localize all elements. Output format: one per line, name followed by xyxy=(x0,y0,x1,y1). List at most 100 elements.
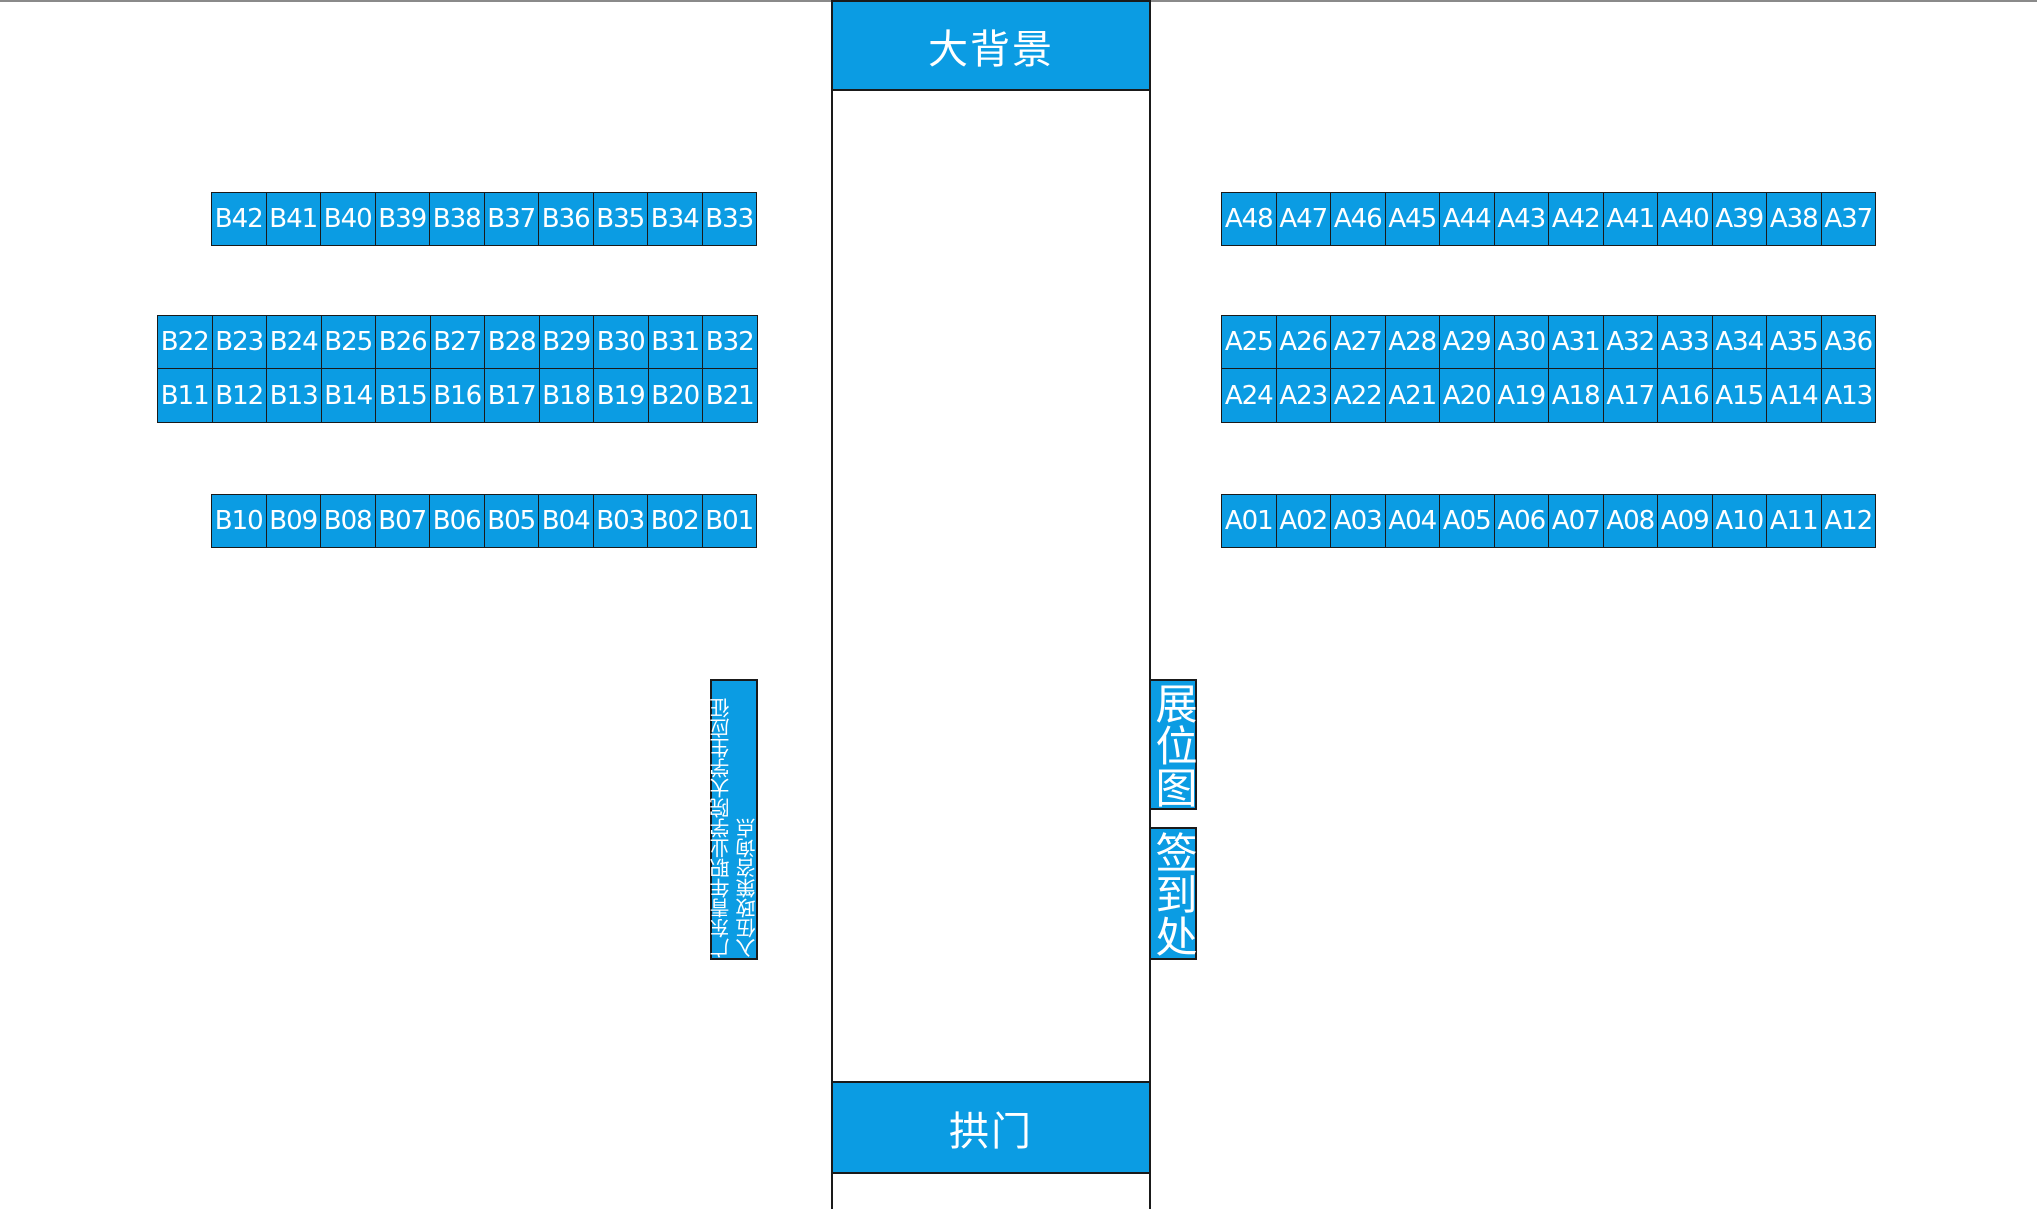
booth-b22[interactable]: B22 xyxy=(158,315,213,369)
booth-a04[interactable]: A04 xyxy=(1385,494,1440,548)
booth-b14[interactable]: B14 xyxy=(321,369,376,423)
booth-b03[interactable]: B03 xyxy=(593,494,648,548)
booth-a37[interactable]: A37 xyxy=(1821,192,1876,246)
booth-b21[interactable]: B21 xyxy=(703,369,758,423)
booth-b19[interactable]: B19 xyxy=(594,369,649,423)
booth-a07[interactable]: A07 xyxy=(1549,494,1604,548)
booth-b35[interactable]: B35 xyxy=(593,192,648,246)
booth-b39[interactable]: B39 xyxy=(375,192,430,246)
booth-b24[interactable]: B24 xyxy=(267,315,322,369)
booth-b16[interactable]: B16 xyxy=(430,369,485,423)
booth-b26[interactable]: B26 xyxy=(376,315,431,369)
booth-a41[interactable]: A41 xyxy=(1603,192,1658,246)
booth-a01[interactable]: A01 xyxy=(1222,494,1277,548)
booth-b36[interactable]: B36 xyxy=(539,192,594,246)
booth-a23[interactable]: A23 xyxy=(1276,369,1331,423)
booth-b08[interactable]: B08 xyxy=(321,494,376,548)
booth-b20[interactable]: B20 xyxy=(648,369,703,423)
booth-a08[interactable]: A08 xyxy=(1603,494,1658,548)
booth-b23[interactable]: B23 xyxy=(212,315,267,369)
checkin-desk[interactable]: 签到处 xyxy=(1149,827,1198,960)
booth-a28[interactable]: A28 xyxy=(1385,315,1440,369)
booth-a33[interactable]: A33 xyxy=(1658,315,1713,369)
booth-a19[interactable]: A19 xyxy=(1494,369,1549,423)
booth-a48[interactable]: A48 xyxy=(1222,192,1277,246)
booth-a05[interactable]: A05 xyxy=(1440,494,1495,548)
booth-a32[interactable]: A32 xyxy=(1603,315,1658,369)
booth-a35[interactable]: A35 xyxy=(1767,315,1822,369)
booth-b15[interactable]: B15 xyxy=(376,369,431,423)
consult-point[interactable]: 广东青年职业学院大学生应征入伍政策咨询点 xyxy=(709,679,759,960)
booth-a26[interactable]: A26 xyxy=(1276,315,1331,369)
booth-a27[interactable]: A27 xyxy=(1331,315,1386,369)
booth-a44[interactable]: A44 xyxy=(1440,192,1495,246)
booth-b29[interactable]: B29 xyxy=(539,315,594,369)
booth-b18[interactable]: B18 xyxy=(539,369,594,423)
booth-b34[interactable]: B34 xyxy=(648,192,703,246)
booth-b11[interactable]: B11 xyxy=(158,369,213,423)
booth-b05[interactable]: B05 xyxy=(484,494,539,548)
booth-a47[interactable]: A47 xyxy=(1276,192,1331,246)
booth-a18[interactable]: A18 xyxy=(1549,369,1604,423)
booth-b27[interactable]: B27 xyxy=(430,315,485,369)
booth-a11[interactable]: A11 xyxy=(1767,494,1822,548)
booth-a30[interactable]: A30 xyxy=(1494,315,1549,369)
booth-b33[interactable]: B33 xyxy=(702,192,757,246)
booth-a40[interactable]: A40 xyxy=(1658,192,1713,246)
booth-b31[interactable]: B31 xyxy=(648,315,703,369)
booth-a46[interactable]: A46 xyxy=(1331,192,1386,246)
booth-b38[interactable]: B38 xyxy=(430,192,485,246)
booth-a06[interactable]: A06 xyxy=(1494,494,1549,548)
booth-b25[interactable]: B25 xyxy=(321,315,376,369)
booth-b40[interactable]: B40 xyxy=(321,192,376,246)
booth-b30[interactable]: B30 xyxy=(594,315,649,369)
booth-b28[interactable]: B28 xyxy=(485,315,540,369)
booth-a13[interactable]: A13 xyxy=(1821,369,1876,423)
booth-a42[interactable]: A42 xyxy=(1549,192,1604,246)
booth-a17[interactable]: A17 xyxy=(1603,369,1658,423)
booth-b06[interactable]: B06 xyxy=(430,494,485,548)
booth-b10[interactable]: B10 xyxy=(212,494,267,548)
booth-a45[interactable]: A45 xyxy=(1385,192,1440,246)
entrance-arch[interactable]: 拱门 xyxy=(831,1081,1151,1174)
booth-a16[interactable]: A16 xyxy=(1658,369,1713,423)
booth-b04[interactable]: B04 xyxy=(539,494,594,548)
booth-a21[interactable]: A21 xyxy=(1385,369,1440,423)
booth-b37[interactable]: B37 xyxy=(484,192,539,246)
booth-a03[interactable]: A03 xyxy=(1331,494,1386,548)
booth-a15[interactable]: A15 xyxy=(1712,369,1767,423)
booth-a02[interactable]: A02 xyxy=(1276,494,1331,548)
booth-b12[interactable]: B12 xyxy=(212,369,267,423)
booth-b32[interactable]: B32 xyxy=(703,315,758,369)
checkin-label: 签到处 xyxy=(1149,830,1198,957)
booth-a20[interactable]: A20 xyxy=(1440,369,1495,423)
booth-a29[interactable]: A29 xyxy=(1440,315,1495,369)
booth-b09[interactable]: B09 xyxy=(266,494,321,548)
booth-a31[interactable]: A31 xyxy=(1549,315,1604,369)
booth-a14[interactable]: A14 xyxy=(1767,369,1822,423)
booth-b17[interactable]: B17 xyxy=(485,369,540,423)
booth-b41[interactable]: B41 xyxy=(266,192,321,246)
booth-a34[interactable]: A34 xyxy=(1712,315,1767,369)
booth-b01[interactable]: B01 xyxy=(702,494,757,548)
booth-a43[interactable]: A43 xyxy=(1494,192,1549,246)
booth-a10[interactable]: A10 xyxy=(1712,494,1767,548)
booth-map-board[interactable]: 展位图 xyxy=(1149,679,1198,810)
booth-b13[interactable]: B13 xyxy=(267,369,322,423)
booth-a09[interactable]: A09 xyxy=(1658,494,1713,548)
booth-b42[interactable]: B42 xyxy=(212,192,267,246)
booth-a12[interactable]: A12 xyxy=(1821,494,1876,548)
booth-a25[interactable]: A25 xyxy=(1222,315,1277,369)
booth-a24[interactable]: A24 xyxy=(1222,369,1277,423)
booth-a38[interactable]: A38 xyxy=(1767,192,1822,246)
booth-a22[interactable]: A22 xyxy=(1331,369,1386,423)
main-backdrop[interactable]: 大背景 xyxy=(831,0,1151,91)
booth-b02[interactable]: B02 xyxy=(648,494,703,548)
booth-a39[interactable]: A39 xyxy=(1712,192,1767,246)
booth-b07[interactable]: B07 xyxy=(375,494,430,548)
booth-a36[interactable]: A36 xyxy=(1821,315,1876,369)
